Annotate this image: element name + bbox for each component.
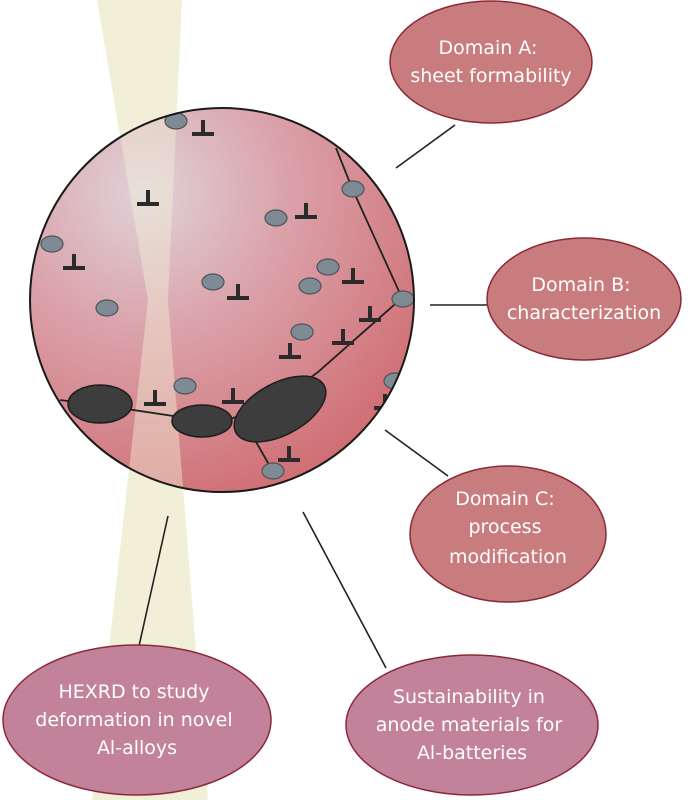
domain-a-line-2: sheet formability	[410, 65, 571, 87]
precipitate-particle-icon	[201, 273, 225, 291]
dislocation-symbol-icon	[332, 329, 354, 345]
connector-sustainability	[302, 511, 387, 669]
connector-domain-c	[384, 429, 449, 477]
dislocation-symbol-icon	[144, 390, 166, 406]
precipitate-particle-icon	[341, 180, 365, 198]
hexrd-node: HEXRD to study deformation in novel Al-a…	[2, 644, 272, 796]
domain-c-line-2: process	[468, 516, 541, 538]
beam-overlay-top	[97, 108, 182, 300]
hexrd-label: HEXRD to study deformation in novel Al-a…	[35, 681, 238, 759]
dislocation-symbol-icon	[359, 306, 381, 322]
grain-circle-fill	[30, 108, 414, 492]
domain-a-bubble	[389, 0, 593, 124]
domain-c-node: Domain C: process modification	[409, 465, 607, 603]
domain-b-label: Domain B: characterization	[507, 274, 661, 324]
dislocation-symbol-icon	[63, 254, 85, 270]
domain-c-line-1: Domain C:	[455, 488, 554, 510]
domain-b-line-2: characterization	[507, 302, 661, 324]
hexrd-line-1: HEXRD to study	[58, 681, 209, 703]
grain-circle-outline	[29, 107, 415, 493]
connector-lines	[136, 124, 488, 669]
sustainability-line-3: Al-batteries	[417, 742, 527, 764]
dislocation-symbol-icon	[278, 446, 300, 462]
precipitate-particle-icon	[67, 384, 133, 424]
connector-domain-a	[395, 124, 456, 169]
precipitate-particle-icon	[290, 323, 314, 341]
domain-a-label: Domain A: sheet formability	[410, 37, 571, 87]
dislocation-symbol-icon	[342, 268, 364, 284]
hexrd-line-3: Al-alloys	[97, 737, 177, 759]
precipitate-particle-icon	[264, 209, 288, 227]
sustainability-bubble	[345, 654, 599, 796]
domain-b-node: Domain B: characterization	[486, 237, 682, 361]
domain-b-line-1: Domain B:	[531, 274, 630, 296]
precipitate-particle-icon	[316, 258, 340, 276]
domain-c-line-3: modification	[449, 546, 567, 568]
dislocation-symbol-icon	[192, 120, 214, 136]
hexrd-line-2: deformation in novel	[35, 709, 232, 731]
precipitate-particle-icon	[261, 462, 285, 480]
precipitate-particle-icon	[95, 299, 119, 317]
hexrd-bubble	[2, 644, 272, 796]
dislocation-symbol-icon	[227, 284, 249, 300]
sustainability-node: Sustainability in anode materials for Al…	[345, 654, 599, 796]
sustainability-line-2: anode materials for	[376, 714, 563, 736]
domain-c-label: Domain C: process modification	[449, 488, 567, 568]
domain-c-bubble	[409, 465, 607, 603]
dislocation-symbol-icon	[222, 388, 244, 404]
dislocation-symbol-icon	[295, 203, 317, 219]
sustainability-line-1: Sustainability in	[393, 686, 545, 708]
domain-a-line-1: Domain A:	[439, 37, 538, 59]
precipitate-particle-icon	[171, 404, 233, 438]
domain-b-bubble	[486, 237, 682, 361]
large-precipitates	[67, 375, 327, 443]
dislocation-symbol-icon	[279, 343, 301, 359]
precipitate-particle-icon	[233, 375, 327, 443]
sustainability-label: Sustainability in anode materials for Al…	[376, 686, 569, 764]
precipitate-particle-icon	[298, 277, 322, 295]
precipitate-particle-icon	[391, 290, 414, 308]
connector-hexrd	[136, 515, 169, 656]
dislocation-symbol-icon	[137, 190, 159, 206]
precipitate-particle-icon	[40, 235, 64, 253]
grain-magnifier	[29, 107, 415, 493]
domain-a-node: Domain A: sheet formability	[389, 0, 593, 124]
precipitate-particle-icon	[173, 377, 197, 395]
